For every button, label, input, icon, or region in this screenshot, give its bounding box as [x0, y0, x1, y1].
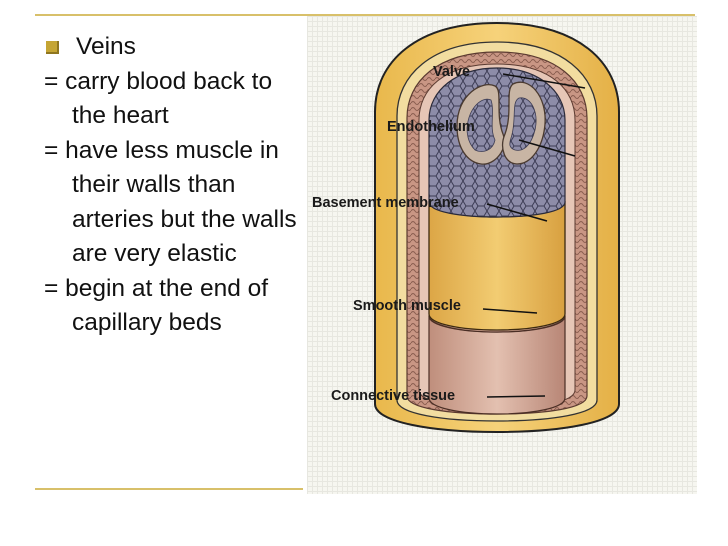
svg-text:Smooth muscle: Smooth muscle — [353, 298, 461, 314]
label-basement-membrane: Basement membrane — [312, 195, 548, 222]
point-1: = carry blood back to the heart — [44, 67, 273, 130]
endothelium-layer — [428, 67, 566, 218]
svg-text:Valve: Valve — [433, 64, 470, 80]
label-smooth-muscle: Smooth muscle — [353, 298, 538, 314]
label-connective-tissue: Connective tissue — [331, 388, 546, 404]
slide-heading: Veins — [76, 33, 136, 60]
bottom-rule — [35, 488, 303, 490]
slide-text: Veins = carry blood back to the heart = … — [44, 30, 309, 341]
label-endothelium: Endothelium — [387, 119, 576, 157]
square-bullet-icon — [46, 41, 59, 54]
svg-text:Endothelium: Endothelium — [387, 119, 475, 135]
label-valve: Valve — [433, 64, 586, 89]
svg-text:Basement membrane: Basement membrane — [312, 195, 459, 211]
point-3: = begin at the end of capillary beds — [44, 274, 269, 337]
point-2: = have less muscle in their walls than a… — [44, 136, 297, 268]
basement-membrane-tube — [428, 201, 566, 331]
heading-row: Veins — [44, 30, 309, 65]
vein-cross-section-illustration: Valve Endothelium Basement membrane Smoo… — [312, 21, 620, 434]
top-rule — [35, 14, 695, 16]
vein-diagram: Valve Endothelium Basement membrane Smoo… — [307, 16, 697, 494]
svg-text:Connective tissue: Connective tissue — [331, 388, 455, 404]
